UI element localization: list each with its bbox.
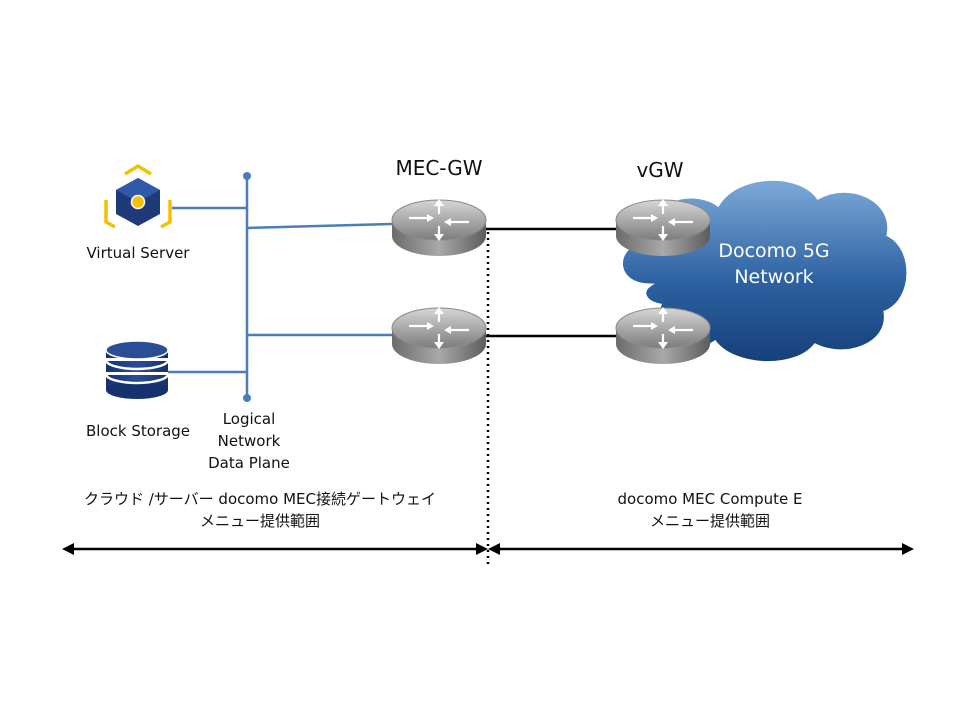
mec-gw-router-bottom-icon — [390, 305, 488, 366]
logical-network-bottom-node — [243, 394, 251, 402]
logical-network-lines — [168, 176, 393, 398]
logical-network-label-line-1: Logical — [222, 410, 276, 428]
right-scope-label-line-2: メニュー提供範囲 — [649, 512, 770, 530]
logical-network-label: Logical Network Data Plane — [194, 408, 304, 474]
mec-gw-router-top-icon — [390, 197, 488, 258]
left-scope-arrow — [62, 543, 488, 555]
left-scope-label-line-1: クラウド /サーバー docomo MEC接続ゲートウェイ — [83, 490, 436, 508]
logical-network-label-line-3: Data Plane — [208, 454, 290, 472]
gw-links — [482, 227, 622, 338]
mec-gw-label: MEC-GW — [395, 156, 483, 180]
cloud-label: Docomo 5G Network — [694, 238, 854, 290]
cloud-label-line-2: Network — [734, 266, 814, 288]
cloud-label-line-1: Docomo 5G — [718, 240, 830, 262]
logical-network-label-line-2: Network — [217, 432, 281, 450]
virtual-server-label: Virtual Server — [86, 244, 190, 262]
database-cylinder-icon — [104, 340, 170, 399]
right-scope-arrow — [488, 543, 914, 555]
block-storage-label: Block Storage — [85, 422, 191, 440]
left-scope-label-line-2: メニュー提供範囲 — [199, 512, 320, 530]
right-scope-label-line-1: docomo MEC Compute E — [617, 490, 803, 508]
vgw-label: vGW — [636, 158, 684, 182]
logical-network-top-node — [243, 172, 251, 180]
left-scope-label: クラウド /サーバー docomo MEC接続ゲートウェイ メニュー提供範囲 — [60, 488, 460, 532]
right-scope-label: docomo MEC Compute E メニュー提供範囲 — [580, 488, 840, 532]
virtual-server-cube-icon — [104, 163, 172, 229]
vgw-router-bottom-icon — [614, 305, 712, 366]
